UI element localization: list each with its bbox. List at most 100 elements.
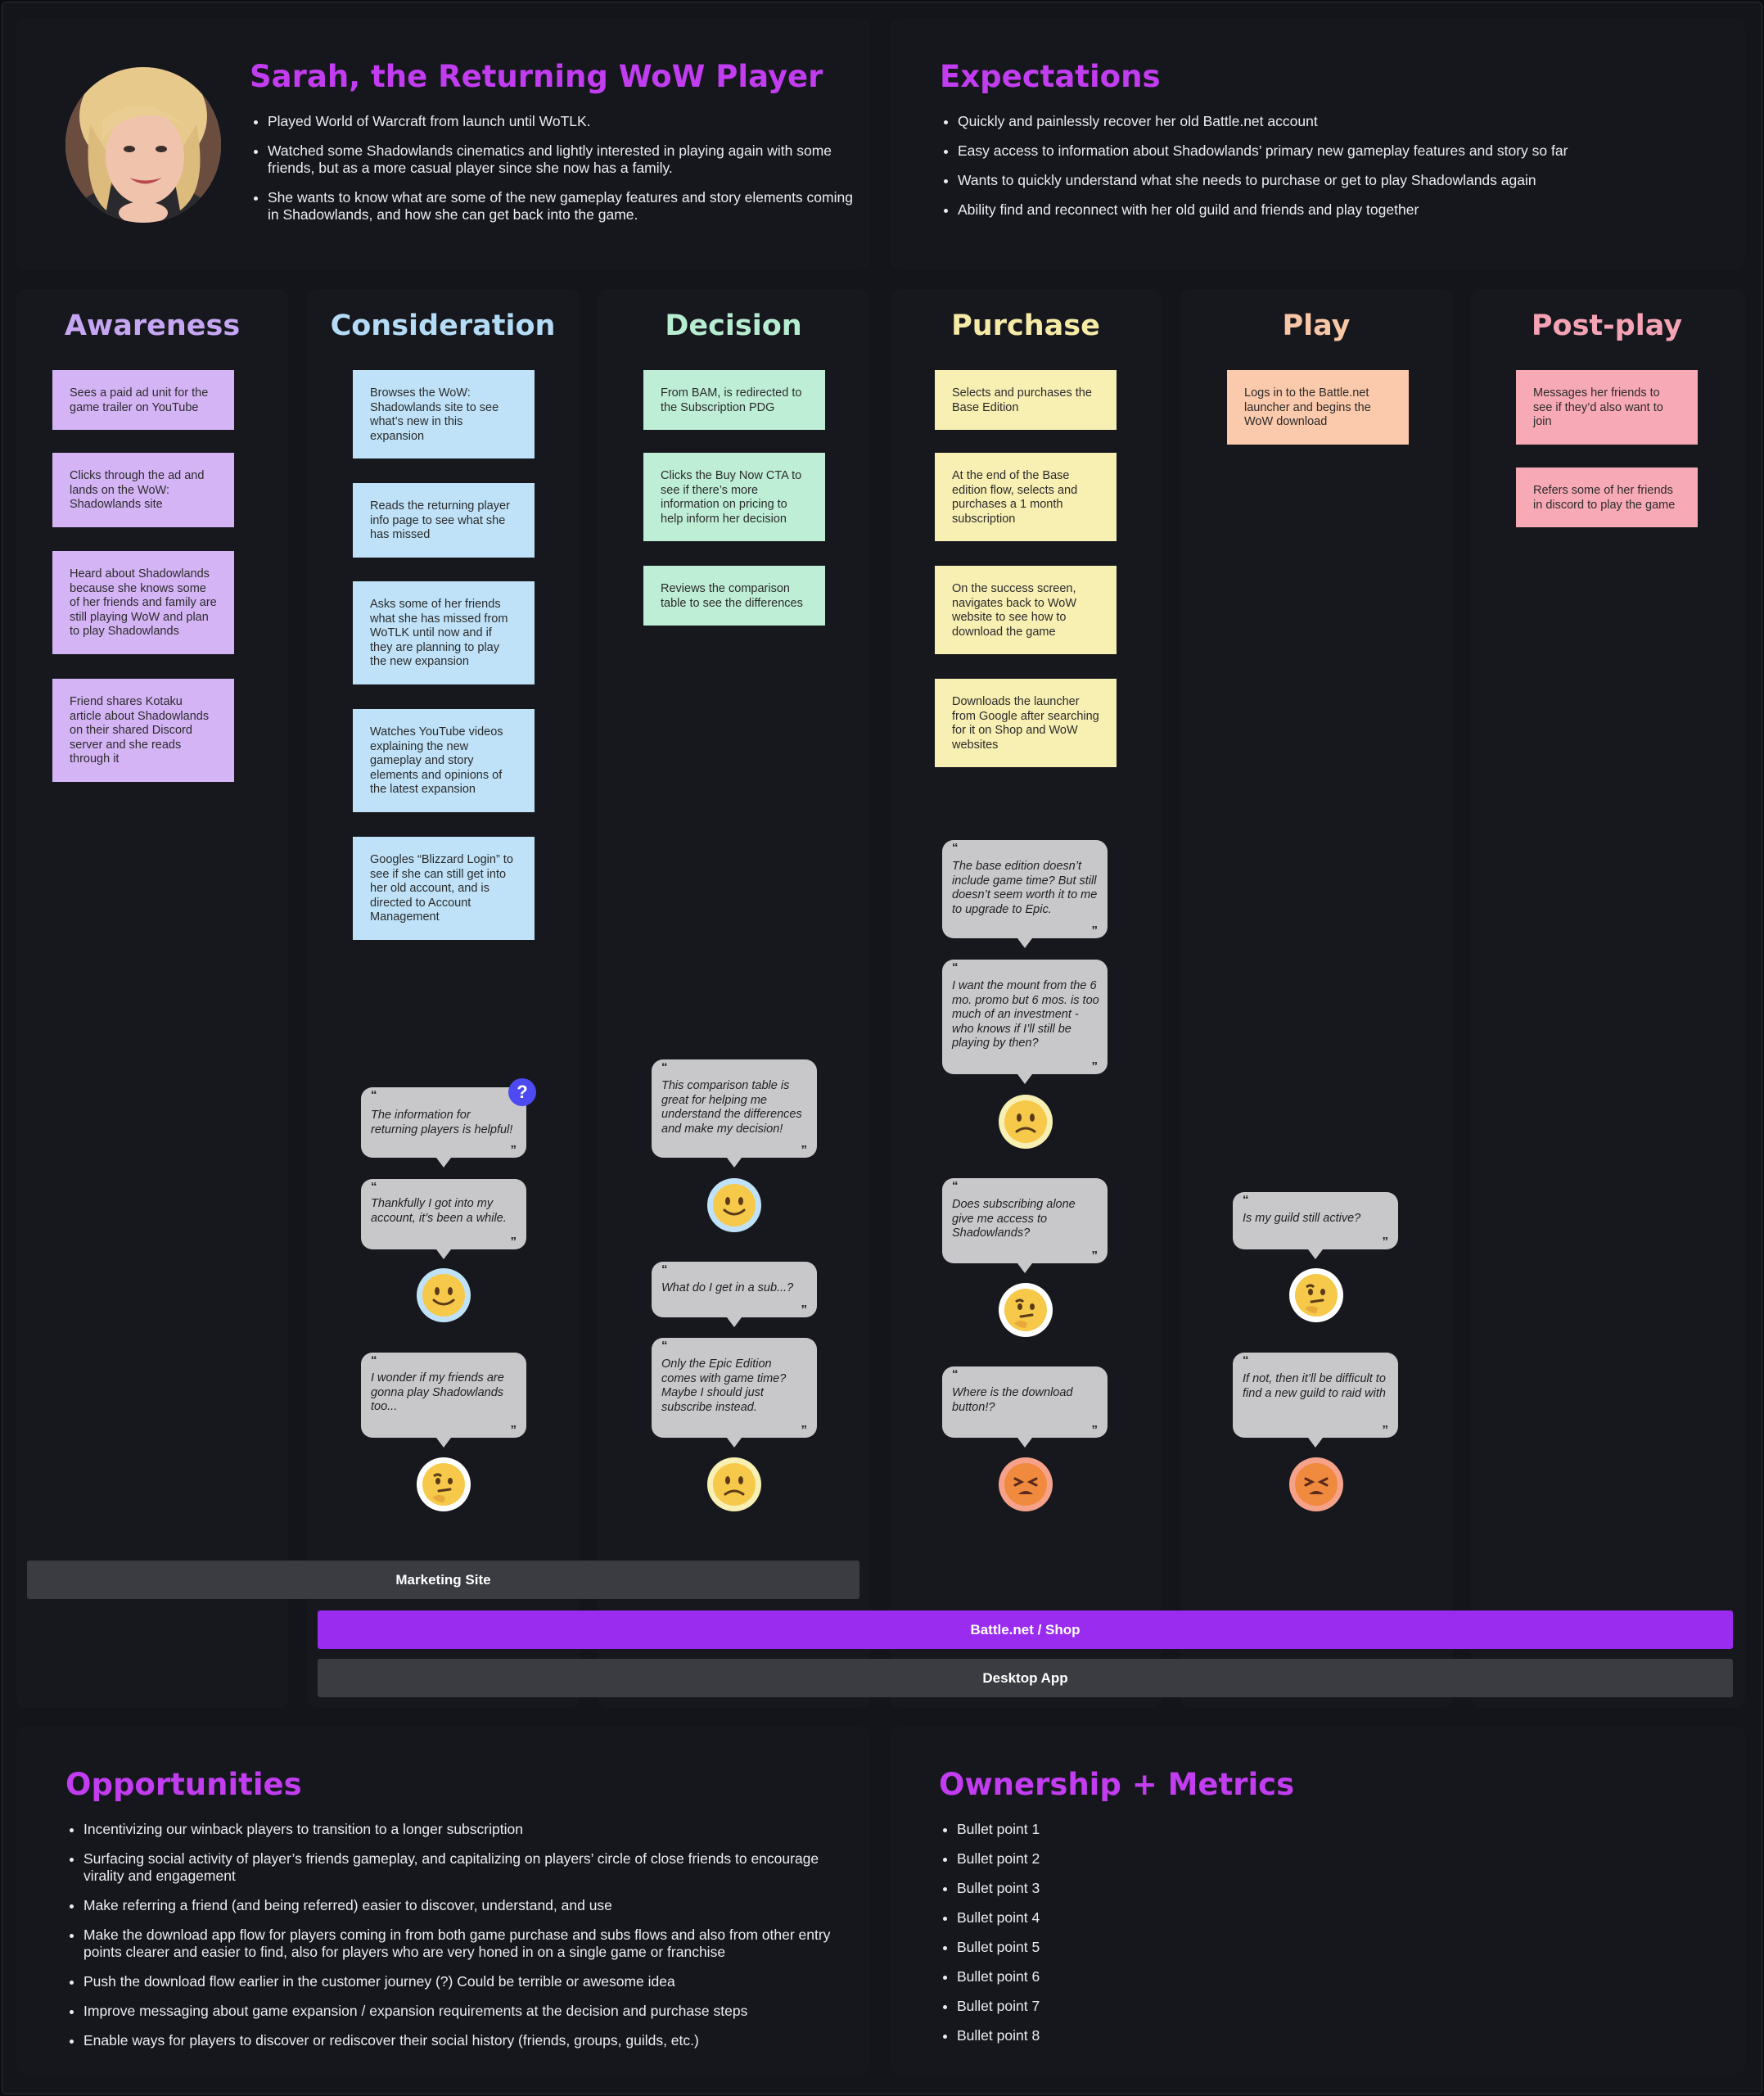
sticky-note: Clicks the Buy Now CTA to see if there’s… [643,453,825,541]
quote-bubble: “ The information for returning players … [361,1087,526,1168]
ownership-bullet: Bullet point 1 [957,1821,1694,1838]
quote-bubble: “ Does subscribing alone give me access … [942,1178,1108,1273]
close-quote-icon: ” [1382,1235,1389,1249]
channel-bar-marketing-site: Marketing Site [27,1561,859,1599]
ownership-bullet: Bullet point 7 [957,1998,1694,2015]
opportunities-bullets: Incentivizing our winback players to tra… [67,1821,853,2062]
opportunity-bullet: Make the download app flow for players c… [83,1927,853,1961]
sticky-note: Logs in to the Battle.net launcher and b… [1227,370,1409,445]
open-quote-icon: “ [952,960,959,974]
tired-emoji-icon [998,1457,1053,1512]
frown-emoji-icon [998,1094,1053,1150]
expectation-bullet: Easy access to information about Shadowl… [958,142,1735,160]
persona-name: Sarah, the Returning WoW Player [250,59,823,94]
sticky-note: From BAM, is redirected to the Subscript… [643,370,825,430]
persona-avatar [65,67,221,223]
sticky-note: Browses the WoW: Shadowlands site to see… [353,370,535,458]
persona-bullets: Played World of Warcraft from launch unt… [251,113,857,236]
persona-bullet: Played World of Warcraft from launch unt… [268,113,857,130]
close-quote-icon: ” [1091,1423,1099,1437]
channel-bar-desktop-app: Desktop App [318,1659,1733,1697]
ownership-bullet: Bullet point 8 [957,2027,1694,2044]
open-quote-icon: “ [1243,1193,1249,1207]
quote-text: I wonder if my friends are gonna play Sh… [371,1371,504,1413]
quote-bubble: “ I want the mount from the 6 mo. promo … [942,960,1108,1084]
sticky-note: On the success screen, navigates back to… [935,566,1117,654]
quote-text: Thankfully I got into my account, it’s b… [371,1197,507,1225]
opportunity-bullet: Incentivizing our winback players to tra… [83,1821,853,1838]
quote-text: If not, then it’ll be difficult to find … [1243,1372,1386,1400]
quote-bubble: “ The base edition doesn’t include game … [942,840,1108,948]
sticky-note: Watches YouTube videos explaining the ne… [353,709,535,812]
stage-title-consideration: Consideration [330,309,556,342]
open-quote-icon: “ [952,1179,959,1193]
quote-text: Does subscribing alone give me access to… [952,1198,1076,1240]
sticky-note: At the end of the Base edition flow, sel… [935,453,1117,541]
persona-panel: Sarah, the Returning WoW Player Played W… [16,18,870,270]
open-quote-icon: “ [1243,1353,1249,1367]
channel-bar-battlenet-shop: Battle.net / Shop [318,1610,1733,1649]
quote-text: The information for returning players is… [371,1109,513,1136]
expectations-panel: Expectations Quickly and painlessly reco… [891,18,1745,270]
smile-emoji-icon [706,1177,762,1233]
stage-title-decision: Decision [665,309,802,342]
question-badge-icon: ? [508,1078,536,1106]
ownership-bullets: Bullet point 1 Bullet point 2 Bullet poi… [941,1821,1694,2057]
open-quote-icon: “ [661,1263,668,1276]
sticky-note: Googles “Blizzard Login” to see if she c… [353,837,535,940]
close-quote-icon: ” [510,1423,517,1437]
open-quote-icon: “ [661,1339,668,1353]
close-quote-icon: ” [1091,924,1099,937]
quote-bubble: “ If not, then it’ll be difficult to fin… [1233,1353,1398,1448]
persona-bullet: She wants to know what are some of the n… [268,189,857,224]
expectations-bullets: Quickly and painlessly recover her old B… [941,113,1735,231]
sticky-note: Asks some of her friends what she has mi… [353,581,535,684]
quote-bubble: “ What do I get in a sub...? ” [652,1262,817,1327]
stage-title-awareness: Awareness [64,309,241,342]
opportunity-bullet: Enable ways for players to discover or r… [83,2032,853,2049]
sticky-note: Friend shares Kotaku article about Shado… [52,679,234,782]
thinking-emoji-icon [416,1457,471,1512]
sticky-note: Sees a paid ad unit for the game trailer… [52,370,234,430]
sticky-note: Clicks through the ad and lands on the W… [52,453,234,527]
close-quote-icon: ” [801,1303,808,1317]
quote-text: The base edition doesn’t include game ti… [952,860,1098,916]
open-quote-icon: “ [371,1353,377,1367]
ownership-metrics-panel: Ownership + Metrics Bullet point 1 Bulle… [890,1726,1745,2075]
close-quote-icon: ” [510,1143,517,1157]
ownership-bullet: Bullet point 5 [957,1939,1694,1956]
ownership-title: Ownership + Metrics [939,1767,1295,1802]
quote-text: What do I get in a sub...? [661,1281,794,1294]
close-quote-icon: ” [801,1143,808,1157]
quote-bubble: “ Only the Epic Edition comes with game … [652,1338,817,1448]
sticky-note: Reads the returning player info page to … [353,483,535,558]
persona-bullet: Watched some Shadowlands cinematics and … [268,142,857,177]
quote-bubble: “ This comparison table is great for hel… [652,1059,817,1168]
opportunity-bullet: Improve messaging about game expansion /… [83,2003,853,2020]
opportunities-title: Opportunities [65,1767,302,1802]
opportunity-bullet: Push the download flow earlier in the cu… [83,1973,853,1990]
close-quote-icon: ” [1382,1423,1389,1437]
expectations-title: Expectations [940,59,1161,94]
sticky-note: Reviews the comparison table to see the … [643,566,825,626]
close-quote-icon: ” [510,1235,517,1249]
opportunities-panel: Opportunities Incentivizing our winback … [16,1726,870,2075]
quote-text: This comparison table is great for helpi… [661,1079,802,1136]
quote-text: Only the Epic Edition comes with game ti… [661,1357,787,1414]
smile-emoji-icon [416,1267,471,1323]
quote-bubble: “ Is my guild still active? ” [1233,1192,1398,1259]
quote-text: I want the mount from the 6 mo. promo bu… [952,979,1099,1050]
sticky-note: Downloads the launcher from Google after… [935,679,1117,767]
tired-emoji-icon [1288,1457,1344,1512]
quote-text: Where is the download button!? [952,1386,1073,1414]
close-quote-icon: ” [1091,1059,1099,1073]
ownership-bullet: Bullet point 4 [957,1909,1694,1927]
open-quote-icon: “ [952,841,959,855]
ownership-bullet: Bullet point 3 [957,1880,1694,1897]
ownership-bullet: Bullet point 2 [957,1850,1694,1868]
close-quote-icon: ” [801,1423,808,1437]
open-quote-icon: “ [661,1060,668,1074]
opportunity-bullet: Surfacing social activity of player’s fr… [83,1850,853,1885]
expectation-bullet: Wants to quickly understand what she nee… [958,172,1735,189]
expectation-bullet: Ability find and reconnect with her old … [958,201,1735,219]
